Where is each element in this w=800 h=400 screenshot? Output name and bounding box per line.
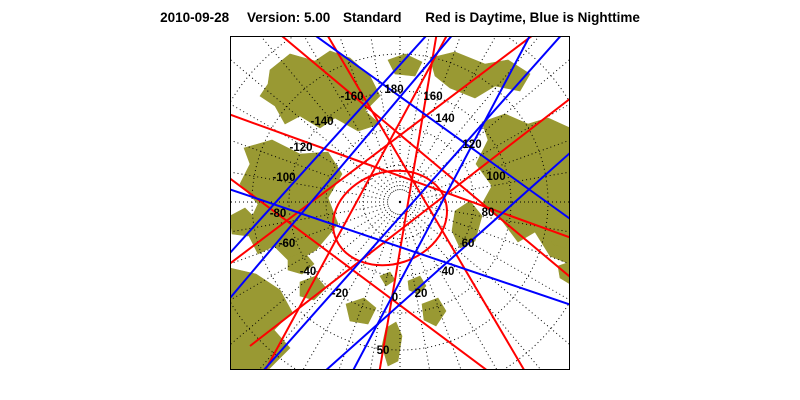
longitude-label: 180 [384, 84, 403, 96]
landmass [259, 50, 381, 132]
daytime-track [378, 36, 438, 370]
longitude-label: 100 [486, 171, 505, 183]
pole-marker [398, 200, 402, 204]
nighttime-track [324, 151, 570, 370]
longitude-label: 20 [415, 288, 428, 300]
landmass [407, 275, 427, 295]
daytime-track [249, 97, 570, 347]
landmass [421, 297, 447, 327]
plot-title: 2010-09-28 Version: 5.00 Standard Red is… [0, 10, 800, 25]
landmass [230, 267, 293, 370]
landmass [381, 321, 403, 367]
longitude-label: 120 [462, 139, 481, 151]
nighttime-track [230, 188, 570, 306]
daytime-tracks [230, 36, 570, 370]
longitude-label: 140 [435, 113, 454, 125]
polar-map-svg: 180 -160 160 -140 140 -120 120 -100 100 -80 80 -60 6… [230, 36, 570, 370]
title-date: 2010-09-28 [160, 10, 230, 25]
longitude-label: -140 [310, 116, 333, 128]
latitude-circle [288, 90, 512, 314]
longitude-label: 0 [392, 292, 398, 304]
daytime-track [230, 113, 570, 239]
daytime-track [230, 177, 489, 370]
nighttime-track [352, 36, 531, 370]
longitude-label: 40 [442, 266, 455, 278]
nighttime-track [230, 36, 428, 255]
map-layers: 180 -160 160 -140 140 -120 120 -100 100 -80 80 -60 6… [230, 36, 570, 370]
daytime-track [230, 36, 534, 265]
longitude-label: -120 [289, 142, 312, 154]
title-daynight-legend: Red is Daytime, Blue is Nighttime [425, 10, 640, 25]
longitude-label: -80 [270, 208, 287, 220]
plot-border [230, 36, 570, 370]
nighttime-track [262, 36, 562, 370]
landmass [345, 297, 377, 325]
daytime-track [326, 36, 526, 370]
longitude-label: -60 [279, 238, 296, 250]
daytime-oval-track [332, 169, 448, 267]
longitude-label: -40 [300, 266, 317, 278]
nighttime-track [230, 36, 453, 300]
daytime-track [280, 36, 570, 279]
landmass [475, 113, 570, 265]
longitude-label: 80 [482, 207, 495, 219]
longitude-label: 60 [462, 238, 475, 250]
longitude-label: 160 [423, 91, 442, 103]
grid-labels: 180 -160 160 -140 140 -120 120 -100 100 -80 80 -60 6… [270, 84, 506, 357]
longitude-label: -100 [272, 172, 295, 184]
nighttime-tracks [230, 36, 570, 370]
latitude-label: 50 [377, 345, 390, 357]
daytime-track [264, 36, 448, 370]
title-mode: Standard [343, 10, 402, 25]
longitude-label: -20 [332, 288, 349, 300]
landmass [287, 251, 315, 275]
longitude-label: -160 [340, 91, 363, 103]
title-version: Version: 5.00 [246, 10, 331, 25]
nighttime-track [314, 36, 570, 221]
polar-map-plot: 180 -160 160 -140 140 -120 120 -100 100 -80 80 -60 6… [230, 36, 570, 370]
